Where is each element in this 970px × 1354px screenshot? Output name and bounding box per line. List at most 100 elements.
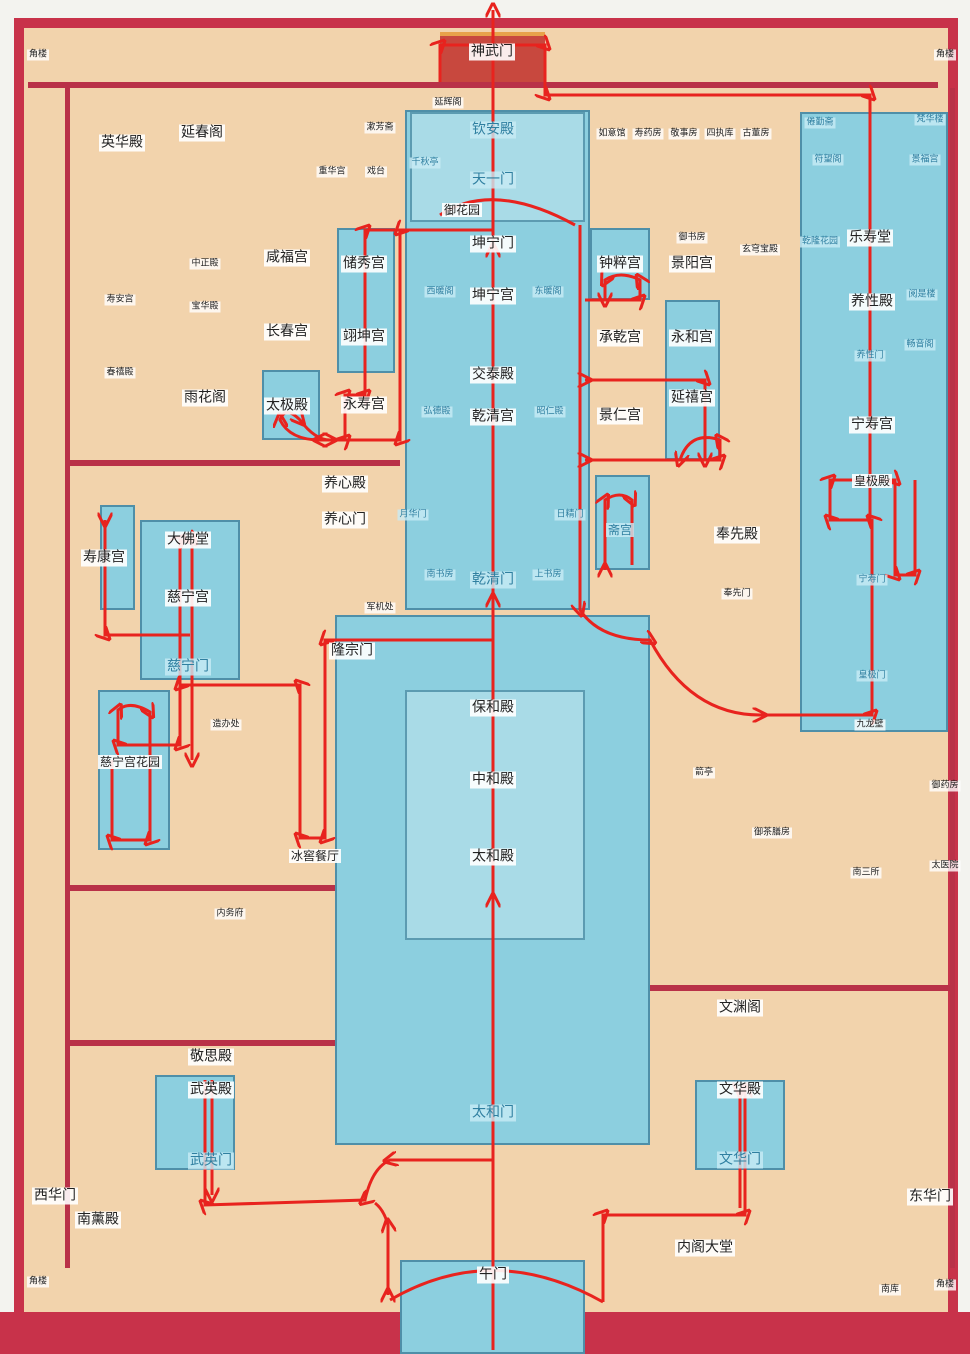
label-qianqingmen[interactable]: 乾清门: [470, 571, 516, 589]
label-zaobanchu[interactable]: 造办处: [210, 719, 242, 731]
label-kunninggong[interactable]: 坤宁宫: [470, 287, 516, 305]
label-jiaolou: 角楼: [933, 49, 957, 61]
label-jianting[interactable]: 箭亭: [692, 767, 716, 779]
label-taijidian[interactable]: 太极殿: [264, 397, 310, 415]
label-jingsidian[interactable]: 敬思殿: [188, 1048, 234, 1066]
label-yuehuamen[interactable]: 月华门: [397, 509, 429, 521]
label-yikungong[interactable]: 翊坤宫: [341, 328, 387, 346]
label-taiyiyuan[interactable]: 太医院: [929, 860, 961, 872]
label-wenyuange[interactable]: 文渊阁: [717, 999, 763, 1017]
label-donghuamen[interactable]: 东华门: [907, 1188, 953, 1206]
label-fuwangge[interactable]: 符望阁: [812, 154, 844, 166]
label-yanxigong[interactable]: 延禧宫: [669, 389, 715, 407]
route-west-return: [212, 1080, 388, 1295]
label-ningshoumen[interactable]: 宁寿门: [856, 574, 888, 586]
label-yuyaofang[interactable]: 御药房: [929, 780, 961, 792]
label-yuchashanfang[interactable]: 御茶膳房: [751, 827, 793, 839]
label-yangxingmen[interactable]: 养性门: [854, 350, 886, 362]
label-jingshifang[interactable]: 敬事房: [668, 128, 700, 140]
label-qianqinggong[interactable]: 乾清宫: [470, 408, 516, 426]
label-chonghuagong[interactable]: 重华宫: [316, 166, 348, 178]
label-sizhiku[interactable]: 四执库: [704, 128, 736, 140]
label-nanxundian[interactable]: 南薰殿: [75, 1211, 121, 1229]
label-taihemen[interactable]: 太和门: [470, 1104, 516, 1122]
label-zhongcuigong[interactable]: 钟粹宫: [597, 255, 643, 273]
label-ruyiguan[interactable]: 如意馆: [596, 128, 628, 140]
label-chengqiangong[interactable]: 承乾宫: [597, 329, 643, 347]
label-neigedatang[interactable]: 内阁大堂: [675, 1239, 735, 1257]
label-qianqiuting[interactable]: 千秋亭: [409, 157, 441, 169]
label-cininggong[interactable]: 慈宁宫: [165, 589, 211, 607]
label-yangxinmen[interactable]: 养心门: [322, 511, 368, 529]
label-changchungong[interactable]: 长春宫: [264, 323, 310, 341]
label-huangjimen[interactable]: 皇极门: [856, 670, 888, 682]
label-neiwufu[interactable]: 内务府: [214, 908, 246, 920]
label-zhonghedian[interactable]: 中和殿: [470, 771, 516, 789]
label-xuanqiongbaodian[interactable]: 玄穹宝殿: [739, 244, 781, 256]
label-ciningmen[interactable]: 慈宁门: [165, 658, 211, 676]
label-fengxianmen[interactable]: 奉先门: [721, 588, 753, 600]
label-kunningmen[interactable]: 坤宁门: [470, 235, 516, 253]
label-shouangong[interactable]: 寿安宫: [104, 294, 136, 306]
label-shoukanggong[interactable]: 寿康宫: [81, 549, 127, 567]
label-wuyingmen[interactable]: 武英门: [188, 1152, 234, 1170]
label-qinandian[interactable]: 钦安殿: [470, 121, 516, 139]
label-fengxiandian[interactable]: 奉先殿: [714, 526, 760, 544]
label-nanku[interactable]: 南库: [878, 1284, 902, 1296]
label-xianfugong[interactable]: 咸福宫: [264, 249, 310, 267]
label-zhongzhengdian[interactable]: 中正殿: [189, 258, 221, 270]
label-changyinge[interactable]: 畅音阁: [904, 339, 936, 351]
label-shufangzhai[interactable]: 漱芳斋: [364, 122, 396, 134]
label-xihuamen[interactable]: 西华门: [32, 1187, 78, 1205]
label-qianlonghuayuan[interactable]: 乾隆花园: [799, 236, 841, 248]
label-yuhuage[interactable]: 雨花阁: [182, 389, 228, 407]
label-zhaigong[interactable]: 斋宫: [605, 523, 635, 537]
label-wumen[interactable]: 午门: [477, 1266, 509, 1284]
label-yongshougong[interactable]: 永寿宫: [341, 396, 387, 414]
label-junjichu[interactable]: 军机处: [364, 602, 396, 614]
label-xitai[interactable]: 戏台: [364, 166, 388, 178]
label-yueshilou[interactable]: 阅是楼: [906, 289, 938, 301]
route-east-palaces: [580, 225, 915, 715]
label-dafotang[interactable]: 大佛堂: [165, 531, 211, 549]
label-ciningflower[interactable]: 慈宁宫花园: [97, 755, 163, 769]
label-yonghegong[interactable]: 永和宫: [669, 329, 715, 347]
label-fanhualou[interactable]: 梵华楼: [914, 114, 946, 126]
label-shouyaofang[interactable]: 寿药房: [632, 128, 664, 140]
label-chunxidian[interactable]: 春禧殿: [104, 367, 136, 379]
label-taihedian[interactable]: 太和殿: [470, 848, 516, 866]
label-bingjiao[interactable]: 冰窖餐厅: [288, 849, 342, 863]
label-longzongmen[interactable]: 隆宗门: [329, 642, 375, 660]
route-east-bottom: [603, 1090, 745, 1302]
label-rijingmen[interactable]: 日精门: [554, 509, 586, 521]
label-jiaotaidian[interactable]: 交泰殿: [470, 366, 516, 384]
label-yushufang[interactable]: 御书房: [676, 232, 708, 244]
label-leshoutang[interactable]: 乐寿堂: [847, 229, 893, 247]
label-tianyimen[interactable]: 天一门: [470, 171, 516, 189]
label-baohuadian[interactable]: 宝华殿: [189, 301, 221, 313]
label-huangjidian[interactable]: 皇极殿: [851, 474, 893, 488]
label-gudongfang[interactable]: 古董房: [740, 128, 772, 140]
label-ningshougong[interactable]: 宁寿宫: [849, 416, 895, 434]
label-nansansuo[interactable]: 南三所: [850, 867, 882, 879]
label-yangxindian[interactable]: 养心殿: [322, 475, 368, 493]
label-jiulongbi[interactable]: 九龙壁: [854, 719, 886, 731]
label-wuyingdian[interactable]: 武英殿: [188, 1081, 234, 1099]
label-yinghuadian[interactable]: 英华殿: [99, 134, 145, 152]
label-jingrengong[interactable]: 景仁宫: [597, 407, 643, 425]
label-xinuange: 西暖阁: [424, 286, 456, 298]
label-juanqinzhai[interactable]: 倦勤斋: [804, 117, 836, 129]
label-yanchunge[interactable]: 延春阁: [179, 124, 225, 142]
label-wenhuadian[interactable]: 文华殿: [717, 1081, 763, 1099]
label-nanshufang: 南书房: [424, 569, 456, 581]
label-chuxiugong[interactable]: 储秀宫: [341, 255, 387, 273]
label-shenwumen[interactable]: 神武门: [469, 43, 515, 61]
label-wenhuamen[interactable]: 文华门: [717, 1151, 763, 1169]
label-yangxingdian[interactable]: 养性殿: [849, 293, 895, 311]
label-jingyanggong[interactable]: 景阳宫: [669, 255, 715, 273]
label-yuhuayuan[interactable]: 御花园: [441, 203, 483, 217]
label-baohedian[interactable]: 保和殿: [470, 699, 516, 717]
label-jingfugong[interactable]: 景福宫: [909, 154, 941, 166]
route-east-loops: [585, 275, 720, 570]
label-yanhuige[interactable]: 延辉阁: [432, 97, 464, 109]
